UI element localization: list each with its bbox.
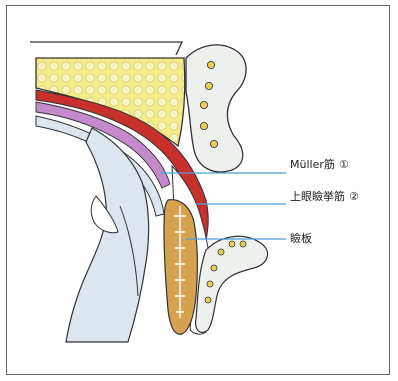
label-muller: Müller筋 ①: [290, 158, 349, 172]
orbital-rim-bone: [186, 45, 246, 172]
lower-orbit-bone: [196, 236, 268, 332]
label-tarsus-text: 瞼板: [290, 232, 312, 245]
label-levator-text: 上眼瞼挙筋: [290, 190, 345, 203]
label-muller-text: Müller筋: [290, 158, 335, 171]
eyeball-cornea: [66, 128, 149, 342]
orbital-roof: [30, 42, 182, 55]
label-tarsus: 瞼板: [290, 232, 312, 246]
label-levator: 上眼瞼挙筋 ②: [290, 190, 359, 204]
label-levator-number: ②: [349, 190, 359, 203]
label-muller-number: ①: [339, 158, 349, 171]
